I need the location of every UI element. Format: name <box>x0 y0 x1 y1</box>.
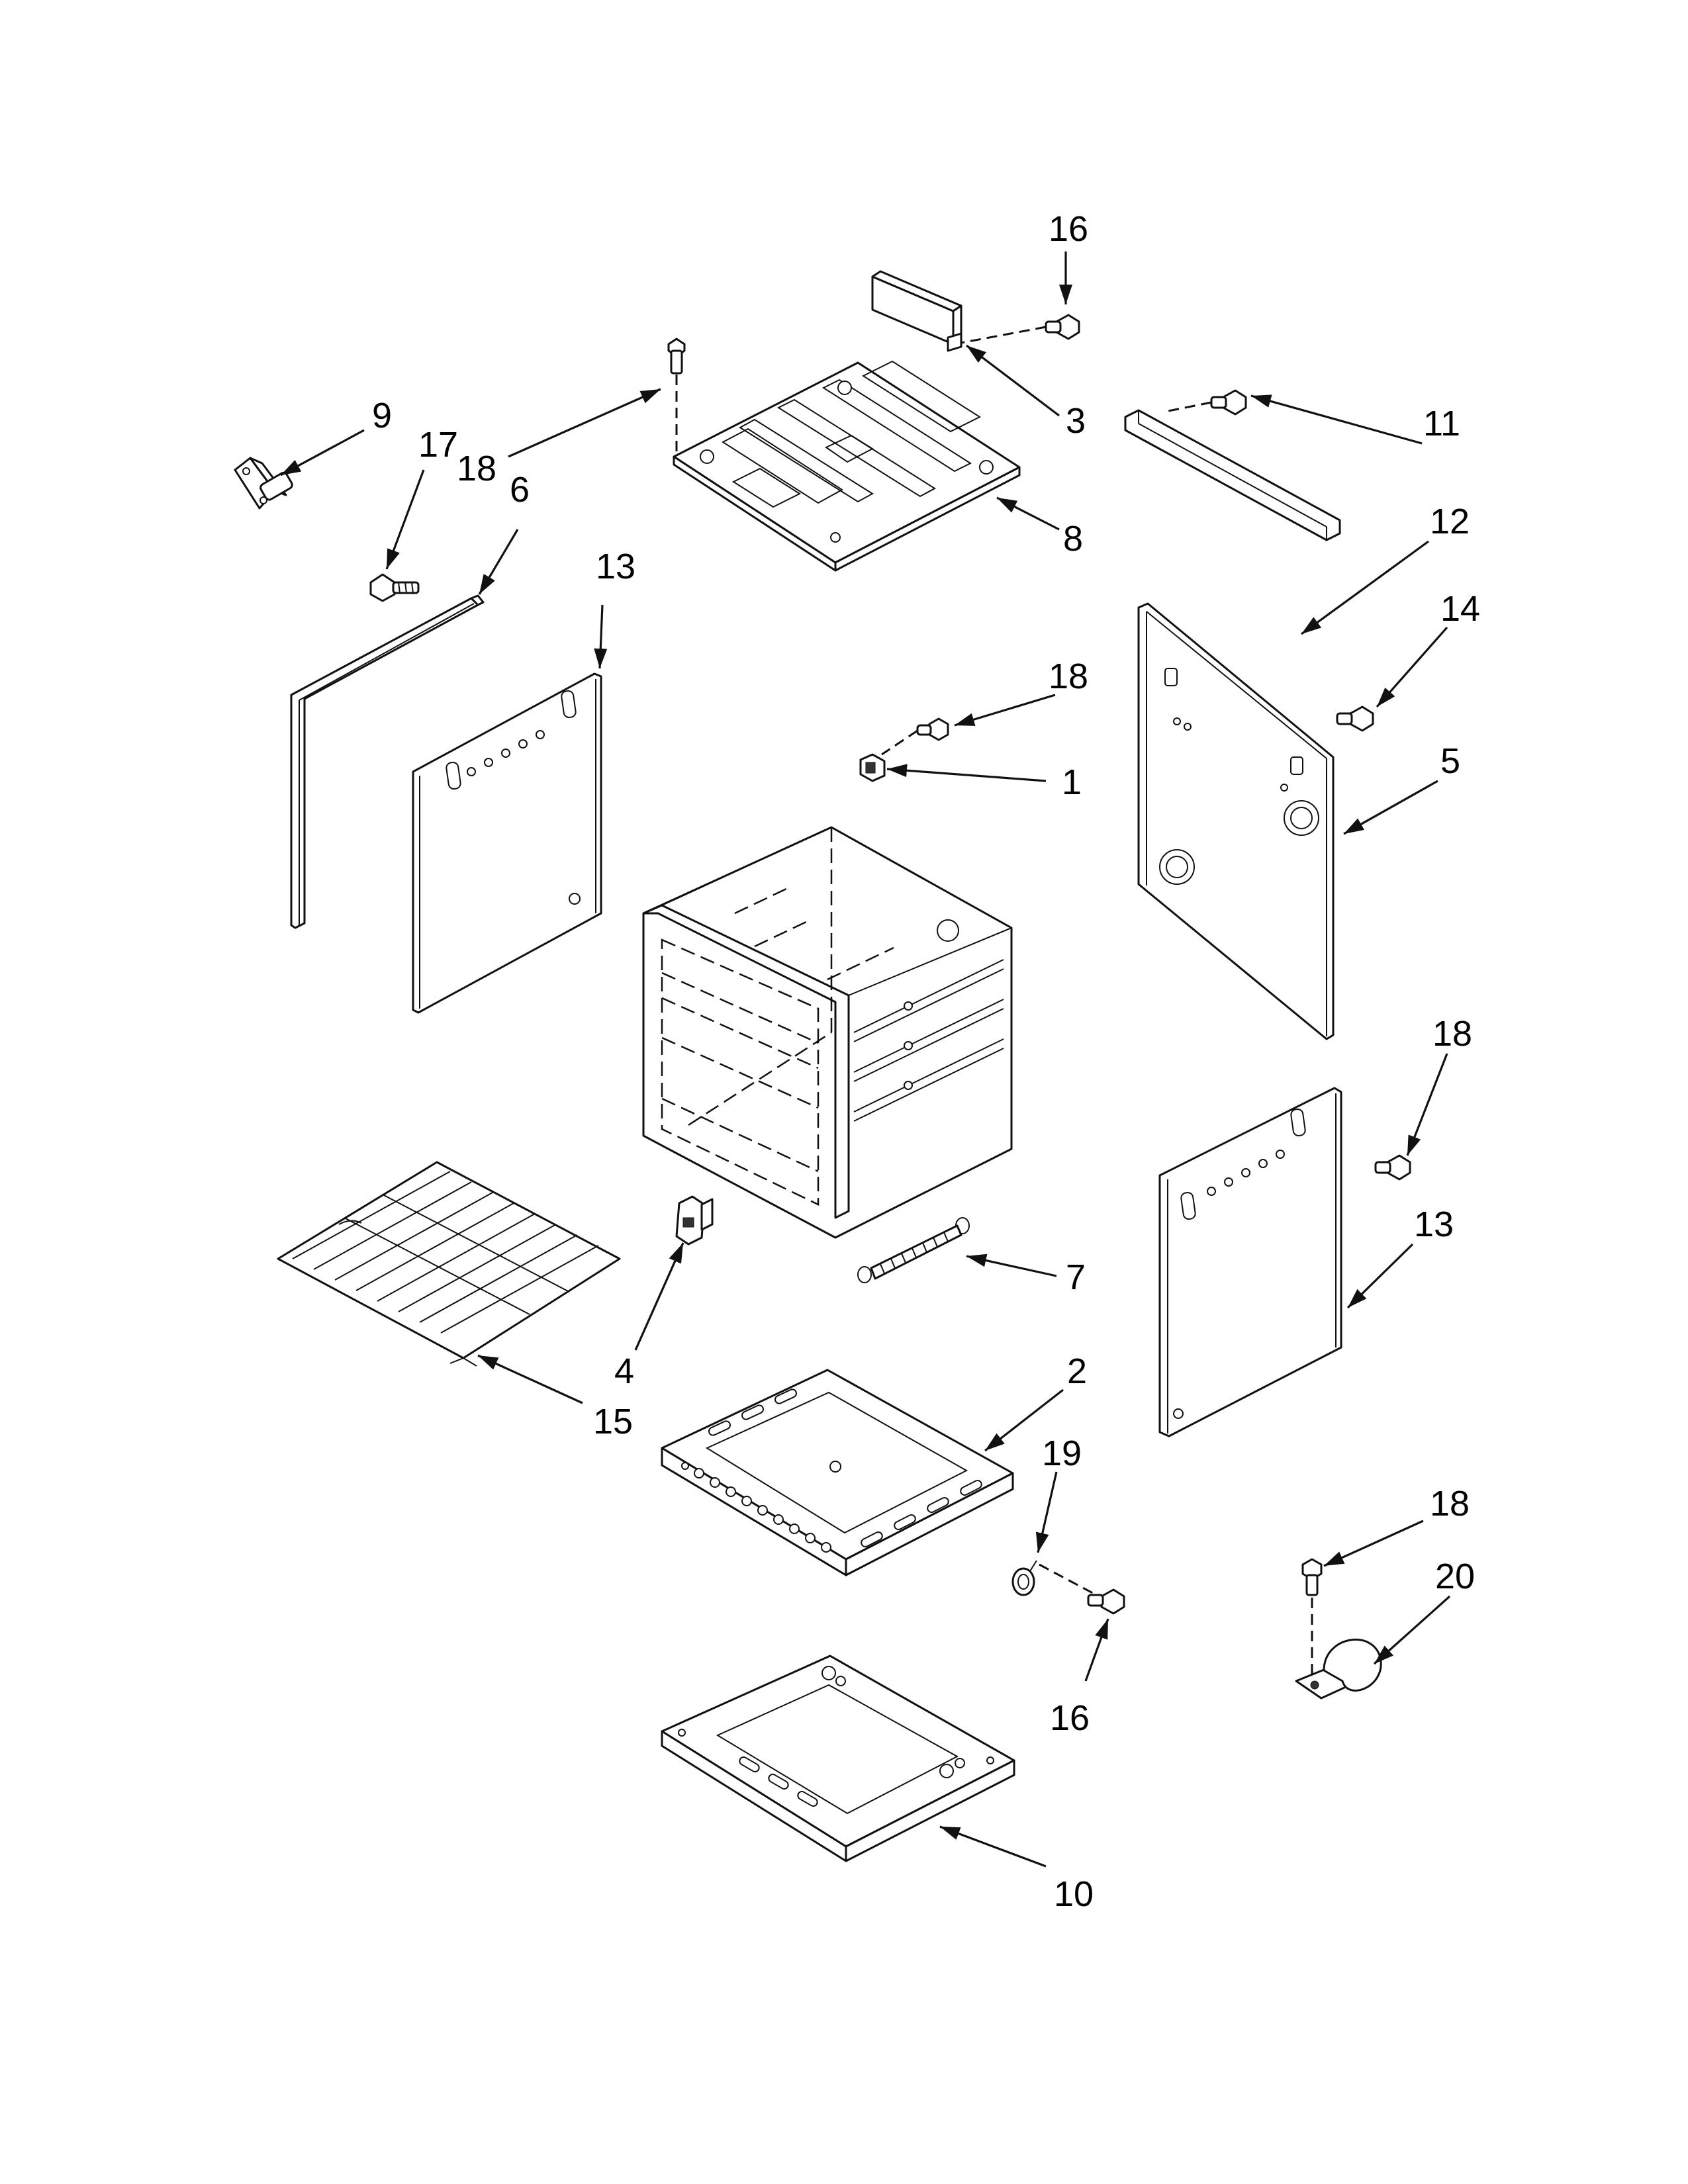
callout-7: 7 <box>1066 1257 1086 1297</box>
callout-16-top: 16 <box>1049 209 1088 249</box>
part-7-spring <box>857 1217 970 1283</box>
part-10-bottom-frame <box>661 1655 1015 1862</box>
callout-14: 14 <box>1440 589 1480 629</box>
part-12-rail <box>1124 409 1341 541</box>
leader-lines <box>280 251 1451 1868</box>
part-9-bracket <box>234 457 293 510</box>
callout-18-top: 18 <box>457 449 496 488</box>
part-20-cable-clamp <box>1295 1639 1382 1700</box>
part-5-rear-panel <box>1137 602 1335 1040</box>
callout-9: 9 <box>372 396 392 435</box>
callout-17: 17 <box>418 425 458 465</box>
callout-18-lower: 18 <box>1430 1484 1470 1524</box>
part-17-screw <box>369 573 420 602</box>
callout-12: 12 <box>1430 502 1470 541</box>
part-18-top-screw <box>667 338 686 457</box>
part-2-oven-bottom <box>661 1369 1014 1576</box>
part-13-left-side-panel <box>412 672 602 1014</box>
callout-labels: 16 3 9 17 18 6 8 11 12 13 14 18 1 5 18 1… <box>372 209 1480 1914</box>
callout-15: 15 <box>593 1402 633 1441</box>
callout-20: 20 <box>1435 1557 1475 1596</box>
part-13-right-side-panel <box>1158 1087 1342 1437</box>
part-3-vent-panel <box>871 270 962 352</box>
part-6-side-trim <box>290 594 485 929</box>
part-14-screw <box>1336 705 1374 732</box>
callout-6: 6 <box>510 470 530 510</box>
part-18-lower-screw <box>1301 1558 1323 1676</box>
callout-3: 3 <box>1066 401 1086 441</box>
part-18-mid-screw <box>881 717 949 756</box>
callout-13-right: 13 <box>1414 1205 1454 1244</box>
part-11-screw <box>1164 389 1247 416</box>
part-15-oven-rack <box>277 1161 621 1367</box>
part-1-clip <box>859 753 886 782</box>
part-19-clip <box>1011 1560 1100 1598</box>
part-8-top-panel <box>673 360 1021 572</box>
callout-18-right: 18 <box>1432 1014 1472 1054</box>
part-4-hinge-bracket <box>675 1195 714 1246</box>
callout-2: 2 <box>1067 1351 1087 1391</box>
callout-19: 19 <box>1042 1433 1082 1473</box>
callout-4: 4 <box>614 1351 634 1391</box>
callout-16-lower: 16 <box>1050 1698 1090 1738</box>
callout-8: 8 <box>1063 519 1083 559</box>
callout-11: 11 <box>1423 404 1460 443</box>
part-18-right-screw <box>1374 1154 1411 1181</box>
oven-cavity-frame <box>642 826 1013 1239</box>
callout-13-left: 13 <box>596 547 635 586</box>
callout-1: 1 <box>1062 762 1082 802</box>
callout-10: 10 <box>1054 1874 1094 1914</box>
part-16-top-screw <box>961 314 1080 344</box>
part-16-lower-screw <box>1087 1588 1125 1615</box>
callout-5: 5 <box>1440 741 1460 781</box>
callout-18-mid: 18 <box>1049 657 1088 696</box>
